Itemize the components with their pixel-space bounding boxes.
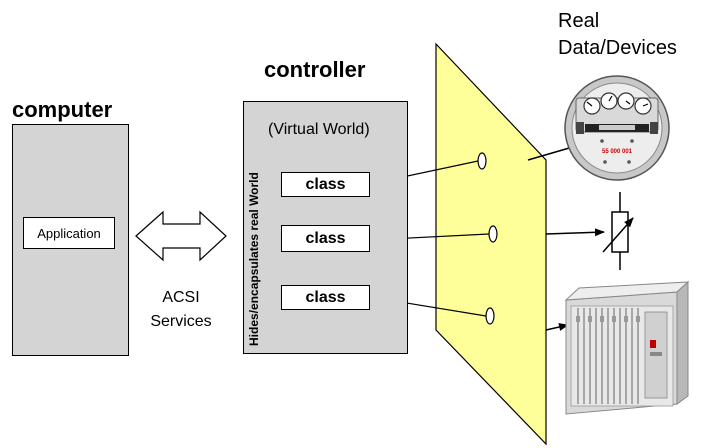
variable-resistor-icon — [602, 192, 634, 270]
boundary-plane — [435, 42, 547, 446]
acsi-line-2: Services — [150, 313, 212, 330]
virtual-world-label: (Virtual World) — [268, 121, 370, 138]
class-box-3: class — [281, 285, 370, 310]
arrow-to-rack — [545, 323, 569, 331]
application-box: Application — [23, 217, 115, 249]
acsi-double-arrow — [135, 210, 227, 262]
real-line-1: Real — [558, 10, 600, 32]
plane-hole-2 — [488, 225, 498, 243]
meter-reading: 55 000 001 — [602, 149, 633, 155]
computer-title: computer — [12, 97, 113, 122]
real-devices-label: Real Data/Devices — [558, 8, 677, 62]
class-box-2: class — [281, 225, 370, 252]
real-line-2: Data/Devices — [558, 37, 677, 59]
plane-hole-1 — [477, 152, 487, 170]
plane-hole-3 — [485, 307, 495, 325]
rack-device-icon — [564, 280, 690, 415]
class-box-1: class — [281, 172, 370, 197]
meter-device-icon: 55 000 001 — [564, 75, 670, 181]
acsi-label: ACSI Services — [140, 286, 222, 334]
arrow-to-resistor — [545, 228, 605, 237]
controller-title: controller — [264, 57, 366, 82]
acsi-line-1: ACSI — [162, 289, 200, 306]
hides-encapsulates-label: Hides/encapsulates real World — [247, 172, 261, 346]
